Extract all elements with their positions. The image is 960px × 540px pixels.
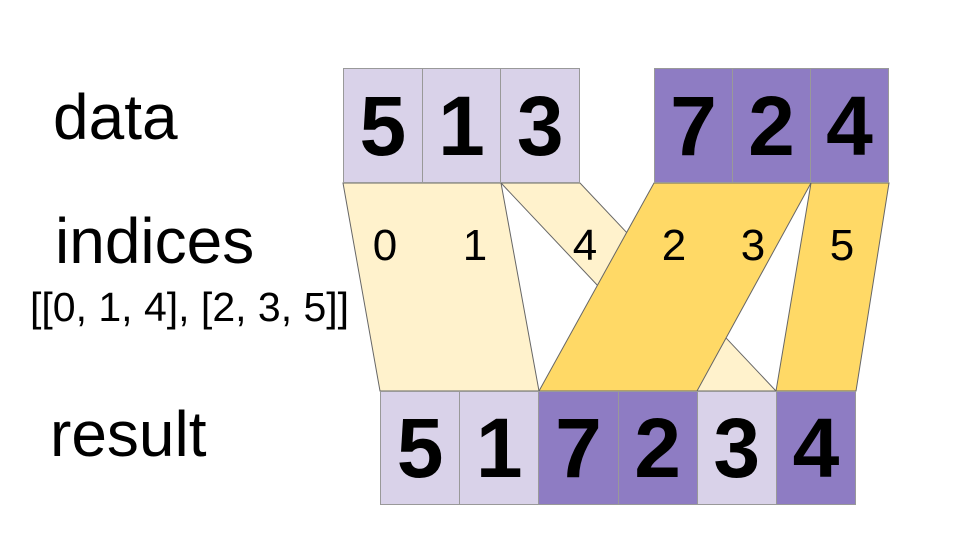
- result-array: 5 1 7 2 3 4: [380, 391, 856, 505]
- band-index-label-1: 1: [463, 221, 487, 270]
- result-cell: 1: [460, 392, 540, 504]
- data-cell: 7: [655, 69, 733, 182]
- data-label: data: [53, 81, 178, 153]
- result-label: result: [50, 398, 207, 470]
- data-cell: 3: [501, 69, 580, 182]
- data-cell: 1: [422, 69, 502, 182]
- band-index-label-4: 4: [573, 221, 597, 270]
- data-cell: 5: [344, 69, 423, 182]
- result-cell: 4: [776, 392, 856, 504]
- result-cell: 2: [618, 392, 698, 504]
- data-array-group-2: 7 2 4: [654, 68, 889, 183]
- result-cell: 7: [539, 392, 619, 504]
- result-cell: 3: [697, 392, 777, 504]
- result-cell: 5: [381, 392, 461, 504]
- indices-value: [[0, 1, 4], [2, 3, 5]]: [30, 284, 350, 330]
- data-array-group-1: 5 1 3: [343, 68, 580, 183]
- band-index-label-2: 2: [662, 221, 686, 270]
- band-index-label-0: 0: [373, 221, 397, 270]
- band-index-label-3: 3: [741, 221, 765, 270]
- band-index-label-5: 5: [830, 221, 854, 270]
- data-cell: 2: [733, 69, 811, 182]
- band-indices-0-1: [342, 182, 540, 392]
- band-index-5: [775, 182, 890, 392]
- indices-label: indices: [55, 205, 255, 277]
- data-cell: 4: [811, 69, 888, 182]
